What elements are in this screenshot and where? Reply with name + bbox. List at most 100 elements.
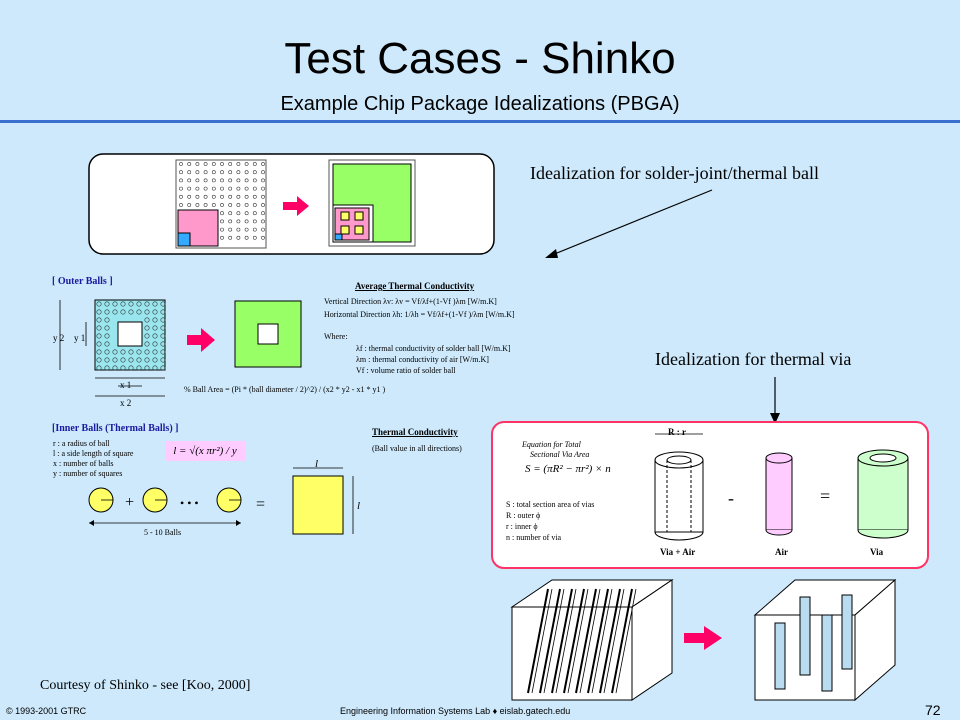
via-eq-title-1: Equation for Total <box>522 440 581 449</box>
ball-dot <box>211 170 216 175</box>
label-via: Via <box>870 547 884 557</box>
ball-dot <box>252 170 257 175</box>
via-line <box>551 588 573 694</box>
ball-dot <box>128 309 134 315</box>
via-line <box>539 588 561 694</box>
ball-dot <box>203 186 208 191</box>
ball-dot <box>160 333 166 339</box>
ball-dot <box>261 162 265 166</box>
label-air: Air <box>775 547 788 557</box>
ball-dot <box>104 317 110 323</box>
ball-dot <box>220 170 224 175</box>
slide-title: Test Cases - Shinko <box>284 34 676 83</box>
ball-dot <box>96 365 102 371</box>
ball-dot <box>261 219 265 224</box>
ball-dot <box>120 309 126 315</box>
ball-dot <box>104 301 110 307</box>
ball-dot <box>96 317 102 323</box>
ball-dot <box>228 219 233 224</box>
ball-dot <box>96 341 102 347</box>
def-x: x : number of balls <box>53 459 114 468</box>
ball-area-formula: % Ball Area = (Pi * (ball diameter / 2)^… <box>184 385 386 394</box>
ball-dot <box>244 170 249 175</box>
via-minus: - <box>728 488 734 508</box>
ball-dot <box>252 203 257 207</box>
avg-conductivity-title: Average Thermal Conductivity <box>355 281 475 291</box>
ball-dot <box>244 162 249 166</box>
via-idealization-box <box>491 421 929 569</box>
ball-dot <box>261 178 265 183</box>
ball-dot <box>252 219 257 224</box>
ball-dot <box>144 333 150 339</box>
ball-dot <box>228 211 233 216</box>
ball-dot <box>152 317 158 323</box>
ball-dot <box>104 349 110 355</box>
ball-dot <box>96 357 102 363</box>
ball-dot <box>236 227 241 232</box>
ball-dot <box>144 365 150 371</box>
ball-dot <box>144 325 150 331</box>
ball-dot <box>187 186 192 191</box>
plus-sign: + <box>125 494 135 511</box>
thermal-conductivity-note: (Ball value in all directions) <box>372 444 462 453</box>
ball-dot <box>179 170 183 175</box>
ball-dot <box>261 235 265 240</box>
ball-dot <box>144 357 150 363</box>
via-line <box>587 588 609 694</box>
via-def-s: S : total section area of vias <box>506 500 595 509</box>
via-eq-title-2: Sectional Via Area <box>530 450 590 459</box>
ball-dot <box>220 219 224 224</box>
ball-dot <box>252 211 257 216</box>
via-line <box>591 588 613 694</box>
ball-dot <box>179 162 183 166</box>
def-vf: Vf : volume ratio of solder ball <box>356 366 456 375</box>
ball-dot <box>160 357 166 363</box>
arrow-icon <box>187 328 215 352</box>
def-r: r : a radius of ball <box>53 439 110 448</box>
ball-grid-pattern <box>179 162 265 240</box>
ball-dot <box>160 349 166 355</box>
def-lambda-f: λf : thermal conductivity of solder ball… <box>356 344 511 353</box>
ball-dot <box>228 186 233 191</box>
ball-dot <box>244 211 249 216</box>
inner-balls-diagram <box>88 487 242 526</box>
ball-dot <box>244 235 249 240</box>
ball-dot <box>261 211 265 216</box>
ball-dot <box>96 349 102 355</box>
ball-dot <box>220 186 224 191</box>
vertical-direction: Vertical Direction λv: λv = Vf/λf+(1-Vf … <box>324 297 497 306</box>
ball-dot <box>144 309 150 315</box>
ellipsis-dots: • • • <box>180 496 199 510</box>
ball-dot <box>104 333 110 339</box>
ball-dot <box>211 162 216 166</box>
ball-dot <box>220 227 224 232</box>
ball-dot <box>236 203 241 207</box>
ball-dot <box>128 357 134 363</box>
ball-dot <box>144 301 150 307</box>
ball-dot <box>104 365 110 371</box>
via-line <box>575 588 597 694</box>
ball-dot <box>112 349 118 355</box>
ball-dot <box>220 235 224 240</box>
via-def-R: R : outer ϕ <box>506 511 541 520</box>
ball-dot <box>228 227 233 232</box>
ball-dot <box>236 211 241 216</box>
footer-copyright: © 1993-2001 GTRC <box>6 706 87 716</box>
ball-dot <box>244 227 249 232</box>
ball-dot <box>261 186 265 191</box>
ball-dot <box>128 365 134 371</box>
ball-dot <box>152 301 158 307</box>
ball-dot <box>244 194 249 199</box>
outer-balls-header: [ Outer Balls ] <box>52 276 113 287</box>
dim-y1: y 1 <box>74 333 86 343</box>
ball-dot <box>160 301 166 307</box>
via-3d-diagram <box>510 578 897 702</box>
ball-dot <box>228 194 233 199</box>
via-line <box>603 588 625 694</box>
via-line <box>531 588 553 694</box>
ball-dot <box>128 301 134 307</box>
ball-dot <box>152 333 158 339</box>
ball-dot <box>252 235 257 240</box>
outer-balls-diagram <box>59 299 166 397</box>
ball-dot <box>244 178 249 183</box>
